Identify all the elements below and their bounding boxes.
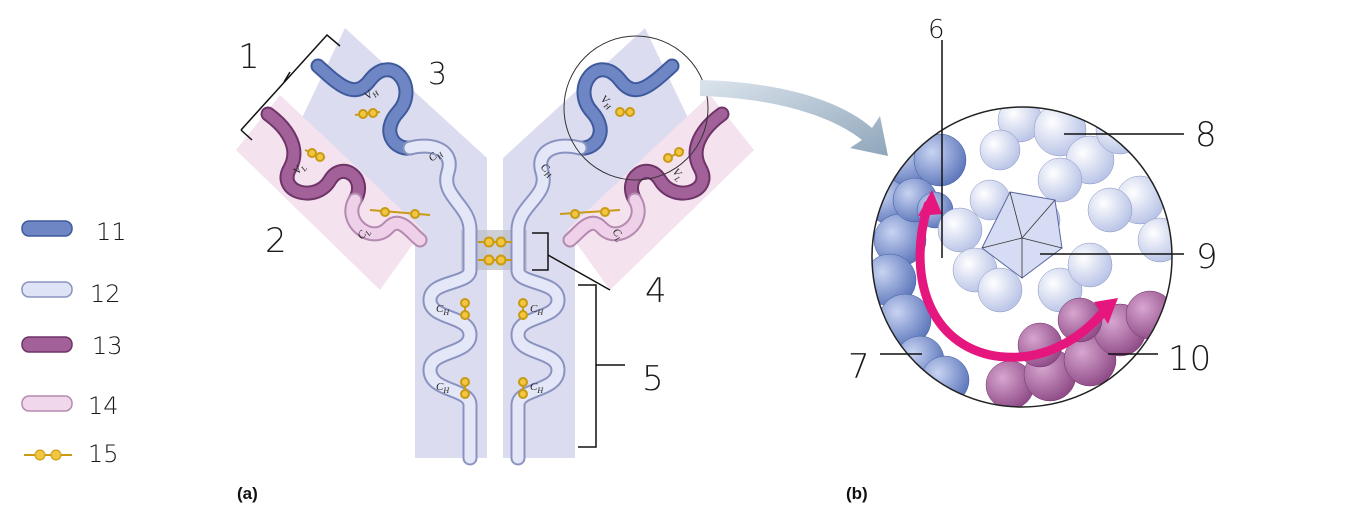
hapten-ring — [981, 191, 1063, 279]
callout-lines-b — [880, 40, 1184, 355]
cl-label-left: CL — [355, 225, 374, 243]
ch-label-right-arm: CH — [537, 161, 557, 181]
callout-9: 9 — [1196, 237, 1218, 277]
binding-arrow-head-end — [1094, 298, 1118, 324]
ch-label-stem-left-2: CH — [436, 381, 450, 395]
bracket-4 — [532, 232, 549, 271]
vh-label-left: VH — [362, 84, 382, 104]
ch-label-stem-right-1: CH — [530, 303, 544, 317]
callout-5: 5 — [642, 359, 664, 399]
binding-arrow — [915, 200, 1110, 362]
left-light-chain — [260, 106, 428, 248]
callout-2: 2 — [265, 221, 287, 261]
zoom-circle-border — [871, 106, 1173, 408]
panel-label-b: (b) — [846, 484, 868, 503]
legend-item-light-variable: 13 — [21, 332, 123, 360]
ch-label-stem-right-2: CH — [530, 381, 544, 395]
legend-item-heavy-constant: 12 — [21, 280, 121, 308]
legend-number-11: 11 — [96, 218, 127, 246]
legend-number-12: 12 — [90, 280, 121, 308]
ch-label-stem-left-1: CH — [436, 303, 450, 317]
left-heavy-chain — [310, 58, 478, 466]
legend-item-heavy-variable: 11 — [21, 218, 127, 246]
bracket-5 — [578, 284, 597, 448]
antibody-structure: VH CH VL CL CH CH CH CH CH VH VL CL — [236, 28, 754, 466]
callout-4: 4 — [645, 271, 667, 311]
domain-labels: VH CH VL CL CH CH CH CH CH VH VL CL — [291, 84, 684, 395]
zoom-arrow — [700, 80, 888, 156]
legend-swatch-14 — [21, 395, 73, 412]
disulfide-bonds — [304, 107, 685, 399]
callout-3: 3 — [428, 57, 447, 92]
legend-swatch-11 — [21, 220, 73, 237]
legend-number-14: 14 — [88, 392, 119, 420]
callout-lines — [240, 33, 625, 448]
legend-number-13: 13 — [92, 332, 123, 360]
legend-swatch-12 — [21, 281, 73, 298]
legend-item-light-constant: 14 — [21, 392, 119, 420]
legend-item-disulfide: 15 — [24, 440, 119, 468]
right-heavy-chain — [510, 58, 680, 466]
callout-10: 10 — [1168, 339, 1211, 379]
callout-7: 7 — [848, 347, 870, 387]
legend-swatch-13 — [21, 336, 73, 353]
callout-1: 1 — [238, 37, 260, 77]
binding-arrow-head-start — [918, 190, 942, 216]
callout-6: 6 — [928, 15, 945, 45]
callout-8: 8 — [1195, 115, 1217, 155]
right-light-chain — [562, 106, 730, 248]
magnifier-circle — [563, 35, 709, 181]
bracket-1 — [240, 33, 341, 131]
pale-atoms — [937, 107, 1172, 313]
vh-label-right: VH — [597, 93, 617, 113]
disulfide-bond-icon — [24, 449, 72, 461]
panel-label-a: (a) — [237, 484, 258, 503]
ch-label-left-arm: CH — [426, 146, 446, 166]
vl-label-left: VL — [291, 160, 309, 178]
legend-number-15: 15 — [88, 440, 119, 468]
legend: 11 12 13 14 15 — [21, 218, 127, 468]
cl-label-right: CL — [608, 226, 627, 244]
